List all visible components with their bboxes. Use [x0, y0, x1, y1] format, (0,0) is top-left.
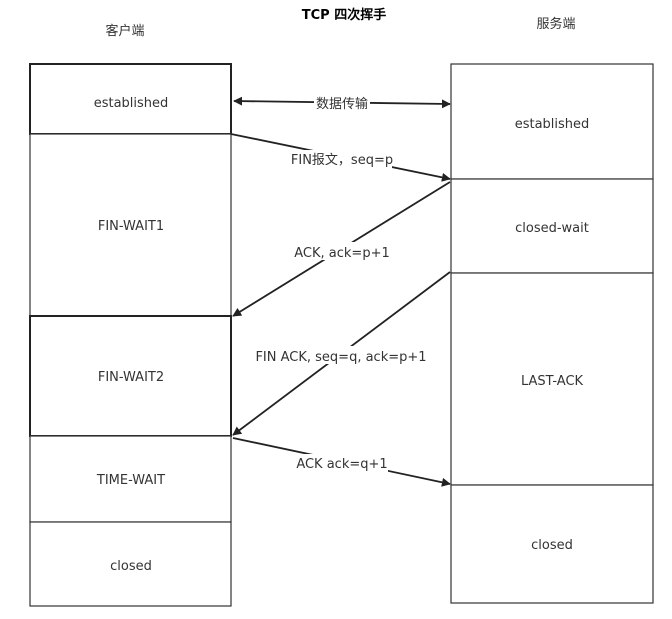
- fin-ack-message-label: FIN ACK, seq=q, ack=p+1: [255, 350, 426, 365]
- ack-message-label: ACK, ack=p+1: [294, 246, 389, 261]
- final-ack-message-label: ACK ack=q+1: [296, 457, 387, 472]
- data-transfer-label-bg: [314, 94, 370, 112]
- final-ack-message-label-bg: [296, 454, 388, 472]
- client-state-fin-wait2: FIN-WAIT2: [98, 370, 164, 385]
- server-label: 服务端: [536, 16, 575, 32]
- fin-message-label: FIN报文，seq=p: [291, 153, 393, 168]
- client-state-box-time-wait: [29, 435, 232, 523]
- client-state-box-fin-wait1: [29, 133, 232, 317]
- data-transfer-label: 数据传输: [316, 96, 368, 112]
- client-state-closed: closed: [110, 559, 152, 574]
- server-state-closed: closed: [531, 538, 573, 553]
- server-state-closed-wait: closed-wait: [515, 221, 589, 236]
- client-state-established: established: [94, 96, 169, 111]
- client-label: 客户端: [105, 23, 144, 39]
- server-state-box-closed: [450, 484, 654, 604]
- client-column: established FIN-WAIT1 FIN-WAIT2 TIME-WAI…: [29, 63, 232, 607]
- client-state-fin-wait1: FIN-WAIT1: [98, 219, 164, 234]
- server-state-established: established: [515, 117, 590, 132]
- server-state-box-last-ack: [450, 272, 654, 486]
- client-state-time-wait: TIME-WAIT: [96, 473, 165, 488]
- diagram-title: TCP 四次挥手: [302, 7, 386, 23]
- client-state-box-fin-wait2: [29, 315, 232, 437]
- client-state-box-closed: [29, 521, 232, 607]
- client-state-box-established: [29, 63, 232, 135]
- ack-message-label-bg: [296, 242, 388, 260]
- server-column: established closed-wait LAST-ACK closed: [450, 63, 654, 604]
- server-state-box-established: [450, 63, 654, 180]
- fin-ack-message-label-bg: [258, 346, 424, 364]
- server-state-last-ack: LAST-ACK: [521, 374, 584, 389]
- fin-message-label-bg: [292, 150, 392, 168]
